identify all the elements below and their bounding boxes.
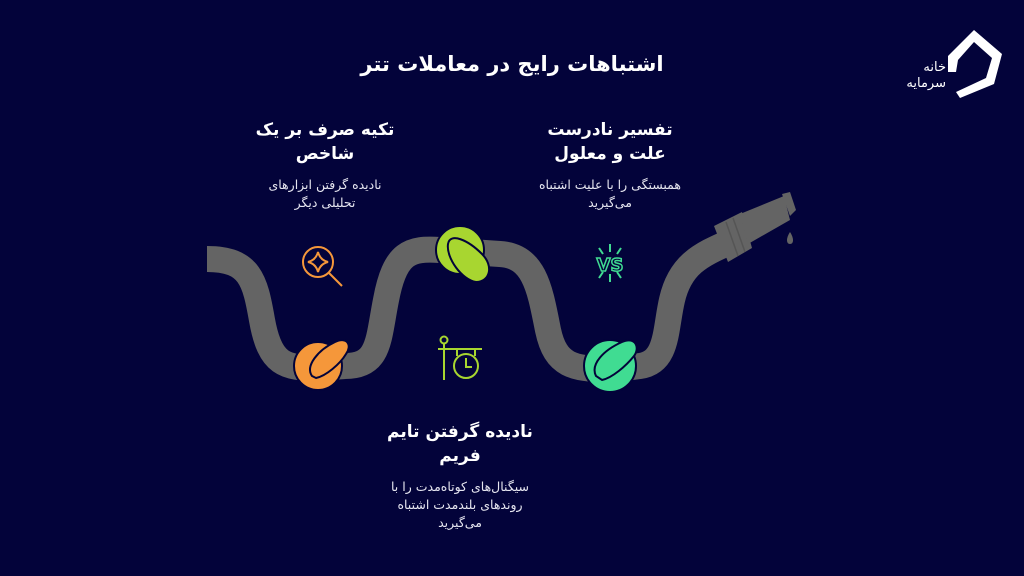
mistake-description: سیگنال‌های کوتاه‌مدت را با روندهای بلندم…: [391, 479, 529, 530]
vs-icon: VS: [596, 244, 624, 282]
mistake-title: نادیده گرفتن تایم فریم: [387, 422, 533, 466]
knot-lime: [435, 225, 491, 284]
svg-text:VS: VS: [597, 255, 624, 276]
page-title: اشتباهات رایج در معاملات تتر: [360, 52, 664, 76]
mistake-card-3: تفسیر نادرست علت و معلول همبستگی را با ع…: [510, 118, 710, 212]
mistake-title: تفسیر نادرست علت و معلول: [547, 120, 673, 164]
hose-nozzle: [714, 192, 796, 262]
hanging-clock-icon: [438, 335, 482, 380]
mistake-description: نادیده گرفتن ابزارهای تحلیلی دیگر: [268, 177, 382, 210]
mistake-card-1: تکیه صرف بر یک شاخص نادیده گرفتن ابزارها…: [225, 118, 425, 212]
logo-text: خانه سرمایه: [886, 60, 946, 92]
mistake-card-2: نادیده گرفتن تایم فریم سیگنال‌های کوتاه‌…: [360, 420, 560, 532]
house-logo-icon: [948, 30, 1002, 98]
brand-logo: خانه سرمایه: [886, 26, 1006, 106]
logo-line-2: سرمایه: [906, 76, 946, 91]
mistake-title: تکیه صرف بر یک شاخص: [255, 120, 395, 164]
knot-green: [583, 339, 638, 393]
knot-orange: [293, 339, 350, 391]
logo-line-1: خانه: [923, 60, 946, 75]
mistake-description: همبستگی را با علیت اشتباه می‌گیرید: [538, 177, 682, 210]
magnifier-sparkle-icon: [302, 246, 343, 287]
